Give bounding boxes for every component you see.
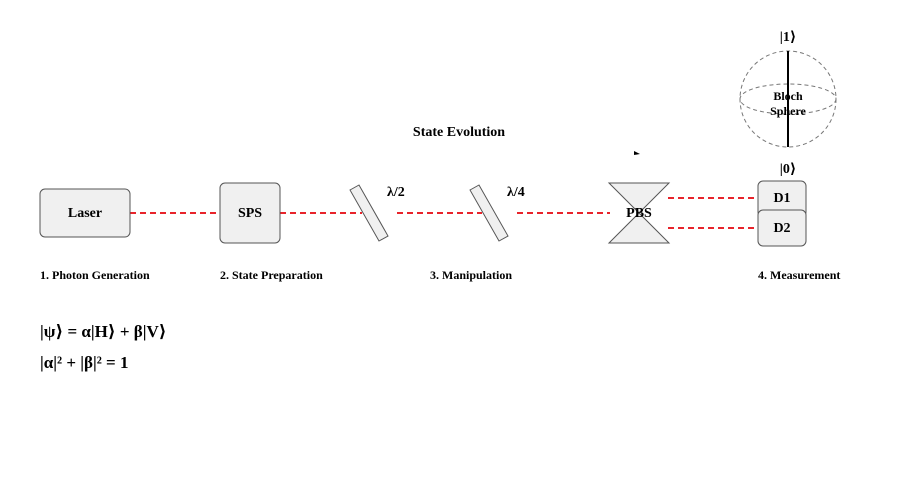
half-wave-plate: λ/2 (349, 184, 405, 242)
stage-state-preparation: 2. State Preparation (220, 268, 323, 282)
pbs-label: PBS (626, 206, 652, 221)
pbs-splitter: PBS (607, 182, 671, 244)
half-wave-label: λ/2 (387, 185, 405, 200)
bloch-label-line2: Sphere (770, 104, 806, 118)
laser-label: Laser (68, 206, 102, 221)
arrow-marker-icon (634, 151, 640, 155)
detector-d1: D1 (757, 180, 807, 218)
normalization-formula: |α|² + |β|² = 1 (40, 353, 129, 372)
state-vector-formula: |ψ⟩ = α|H⟩ + β|V⟩ (40, 322, 167, 341)
stage-measurement: 4. Measurement (758, 268, 840, 282)
bloch-sphere: Bloch Sphere |1⟩ |0⟩ (739, 30, 837, 177)
ket-one-label: |1⟩ (780, 30, 796, 45)
stage-manipulation: 3. Manipulation (430, 268, 512, 282)
laser-beam (130, 197, 758, 229)
d1-label: D1 (773, 191, 790, 206)
stage-labels: 1. Photon Generation 2. State Preparatio… (40, 268, 840, 282)
sps-label: SPS (238, 206, 262, 221)
d2-label: D2 (773, 221, 790, 236)
state-evolution-title: State Evolution (413, 125, 505, 140)
stage-photon-generation: 1. Photon Generation (40, 268, 150, 282)
ket-zero-label: |0⟩ (780, 162, 796, 177)
quarter-wave-plate: λ/4 (469, 184, 525, 242)
sps-box: SPS (219, 182, 281, 244)
detector-d2: D2 (757, 209, 807, 247)
quarter-wave-label: λ/4 (507, 185, 525, 200)
bloch-label-line1: Bloch (773, 89, 803, 103)
laser-box: Laser (39, 188, 131, 238)
